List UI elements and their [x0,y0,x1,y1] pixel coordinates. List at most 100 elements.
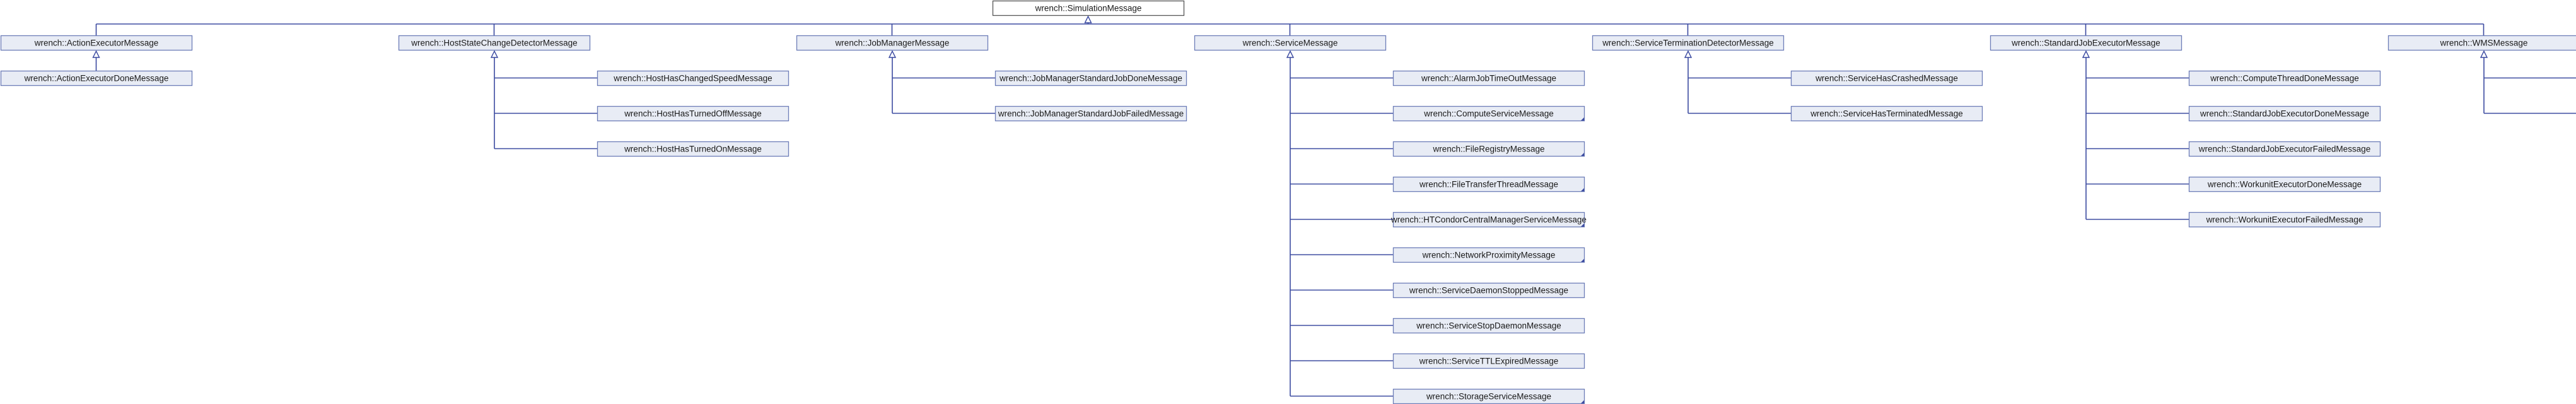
more-children-marker [1581,117,1584,121]
service-daemon-stopped-message-node[interactable]: wrench::ServiceDaemonStoppedMessage [1392,282,1585,299]
ht-condor-central-manager-service-message-node[interactable]: wrench::HTCondorCentralManagerServiceMes… [1390,211,1587,228]
host-state-change-detector-message-node[interactable]: wrench::HostStateChangeDetectorMessage [398,35,591,51]
job-manager-message-node-box [796,35,989,51]
arrowhead-root [1084,15,1092,23]
action-executor-message-node[interactable]: wrench::ActionExecutorMessage [0,35,193,51]
ht-condor-central-manager-service-message-node-box [1392,211,1585,228]
service-message-node-label: wrench::ServiceMessage [1242,39,1338,48]
arrowhead-standard-job-executor-message [2082,50,2090,58]
service-ttl-expired-message-node-box [1392,353,1585,369]
alarm-job-time-out-message-node-label: wrench::AlarmJobTimeOutMessage [1421,74,1556,83]
file-registry-message-node[interactable]: wrench::FileRegistryMessage [1392,141,1585,157]
service-ttl-expired-message-node-label: wrench::ServiceTTLExpiredMessage [1419,357,1559,366]
compute-thread-done-message-node-label: wrench::ComputeThreadDoneMessage [2210,74,2359,83]
host-has-turned-off-message-node-box [597,105,790,122]
wms-message-node[interactable]: wrench::WMSMessage [2387,35,2576,51]
job-manager-standard-job-done-message-node-box [994,70,1187,86]
workunit-executor-done-message-node-box [2188,176,2381,193]
standard-job-executor-done-message-node-box [2188,105,2381,122]
service-stop-daemon-message-node[interactable]: wrench::ServiceStopDaemonMessage [1392,318,1585,334]
standard-job-executor-done-message-node-label: wrench::StandardJobExecutorDoneMessage [2200,109,2369,119]
compute-service-message-node-box [1392,105,1585,122]
arrowhead-service-message [1286,50,1295,58]
host-has-turned-on-message-node-label: wrench::HostHasTurnedOnMessage [624,145,762,154]
ht-condor-central-manager-service-message-node-label: wrench::HTCondorCentralManagerServiceMes… [1390,215,1587,225]
compute-thread-done-message-node[interactable]: wrench::ComputeThreadDoneMessage [2188,70,2381,86]
standard-job-executor-failed-message-node-box [2188,141,2381,157]
arrowhead-wms-message [2480,50,2488,58]
job-manager-message-node[interactable]: wrench::JobManagerMessage [796,35,989,51]
job-manager-standard-job-done-message-node[interactable]: wrench::JobManagerStandardJobDoneMessage [994,70,1187,86]
root-simulation-message-label: wrench::SimulationMessage [1035,4,1142,13]
alarm-job-time-out-message-node[interactable]: wrench::AlarmJobTimeOutMessage [1392,70,1585,86]
alarm-job-time-out-message-node-box [1392,70,1585,86]
more-children-marker [1581,153,1584,156]
job-manager-standard-job-failed-message-node-label: wrench::JobManagerStandardJobFailedMessa… [998,109,1184,119]
arrowhead-job-manager-message [888,50,897,58]
arrowhead-action-executor-message [92,50,100,58]
compute-service-message-node[interactable]: wrench::ComputeServiceMessage [1392,105,1585,122]
file-registry-message-node-box [1392,141,1585,157]
action-executor-message-node-box [0,35,193,51]
network-proximity-message-node-label: wrench::NetworkProximityMessage [1422,251,1556,260]
host-has-changed-speed-message-node-label: wrench::HostHasChangedSpeedMessage [613,74,772,83]
workunit-executor-done-message-node[interactable]: wrench::WorkunitExecutorDoneMessage [2188,176,2381,193]
service-message-node[interactable]: wrench::ServiceMessage [1194,35,1387,51]
job-manager-standard-job-done-message-node-label: wrench::JobManagerStandardJobDoneMessage [999,74,1182,83]
workunit-executor-done-message-node-label: wrench::WorkunitExecutorDoneMessage [2207,180,2362,189]
arrowhead-host-state-change-detector-message [490,50,499,58]
more-children-marker [1581,188,1584,191]
service-has-crashed-message-node-box [1790,70,1983,86]
workunit-executor-failed-message-node-box [2188,211,2381,228]
action-executor-done-message-node-label: wrench::ActionExecutorDoneMessage [24,74,169,83]
storage-service-message-node-label: wrench::StorageServiceMessage [1426,392,1551,401]
host-has-turned-off-message-node[interactable]: wrench::HostHasTurnedOffMessage [597,105,790,122]
edges [92,15,2576,397]
root-simulation-message[interactable]: wrench::SimulationMessage [992,0,1185,16]
storage-service-message-node[interactable]: wrench::StorageServiceMessage [1392,388,1585,404]
root-simulation-message-box [992,0,1185,16]
standard-job-executor-message-node[interactable]: wrench::StandardJobExecutorMessage [1990,35,2183,51]
compute-service-message-node-label: wrench::ComputeServiceMessage [1423,109,1554,119]
service-has-crashed-message-node-label: wrench::ServiceHasCrashedMessage [1815,74,1958,83]
host-has-turned-on-message-node[interactable]: wrench::HostHasTurnedOnMessage [597,141,790,157]
service-termination-detector-message-node[interactable]: wrench::ServiceTerminationDetectorMessag… [1592,35,1785,51]
standard-job-executor-message-node-label: wrench::StandardJobExecutorMessage [2011,39,2160,48]
job-manager-standard-job-failed-message-node[interactable]: wrench::JobManagerStandardJobFailedMessa… [994,105,1187,122]
more-children-marker [1581,259,1584,262]
host-state-change-detector-message-node-label: wrench::HostStateChangeDetectorMessage [411,39,577,48]
standard-job-executor-failed-message-node[interactable]: wrench::StandardJobExecutorFailedMessage [2188,141,2381,157]
service-message-node-box [1194,35,1387,51]
host-has-changed-speed-message-node-box [597,70,790,86]
service-stop-daemon-message-node-label: wrench::ServiceStopDaemonMessage [1416,321,1561,331]
job-manager-standard-job-failed-message-node-box [994,105,1187,122]
service-termination-detector-message-node-box [1592,35,1785,51]
network-proximity-message-node[interactable]: wrench::NetworkProximityMessage [1392,247,1585,263]
compute-thread-done-message-node-box [2188,70,2381,86]
standard-job-executor-failed-message-node-label: wrench::StandardJobExecutorFailedMessage [2198,145,2370,154]
service-ttl-expired-message-node[interactable]: wrench::ServiceTTLExpiredMessage [1392,353,1585,369]
service-has-terminated-message-node-box [1790,105,1983,122]
more-children-marker [1581,223,1584,227]
action-executor-done-message-node[interactable]: wrench::ActionExecutorDoneMessage [0,70,193,86]
workunit-executor-failed-message-node[interactable]: wrench::WorkunitExecutorFailedMessage [2188,211,2381,228]
host-state-change-detector-message-node-box [398,35,591,51]
service-has-terminated-message-node[interactable]: wrench::ServiceHasTerminatedMessage [1790,105,1983,122]
file-registry-message-node-label: wrench::FileRegistryMessage [1432,145,1544,154]
more-children-marker [1581,400,1584,403]
host-has-turned-on-message-node-box [597,141,790,157]
file-transfer-thread-message-node[interactable]: wrench::FileTransferThreadMessage [1392,176,1585,193]
file-transfer-thread-message-node-box [1392,176,1585,193]
service-has-terminated-message-node-label: wrench::ServiceHasTerminatedMessage [1810,109,1963,119]
file-transfer-thread-message-node-label: wrench::FileTransferThreadMessage [1419,180,1558,189]
arrowhead-service-termination-detector-message [1684,50,1693,58]
service-daemon-stopped-message-node-label: wrench::ServiceDaemonStoppedMessage [1409,286,1568,295]
host-has-changed-speed-message-node[interactable]: wrench::HostHasChangedSpeedMessage [597,70,790,86]
standard-job-executor-done-message-node[interactable]: wrench::StandardJobExecutorDoneMessage [2188,105,2381,122]
action-executor-message-node-label: wrench::ActionExecutorMessage [34,39,159,48]
service-stop-daemon-message-node-box [1392,318,1585,334]
host-has-turned-off-message-node-label: wrench::HostHasTurnedOffMessage [624,109,762,119]
service-has-crashed-message-node[interactable]: wrench::ServiceHasCrashedMessage [1790,70,1983,86]
